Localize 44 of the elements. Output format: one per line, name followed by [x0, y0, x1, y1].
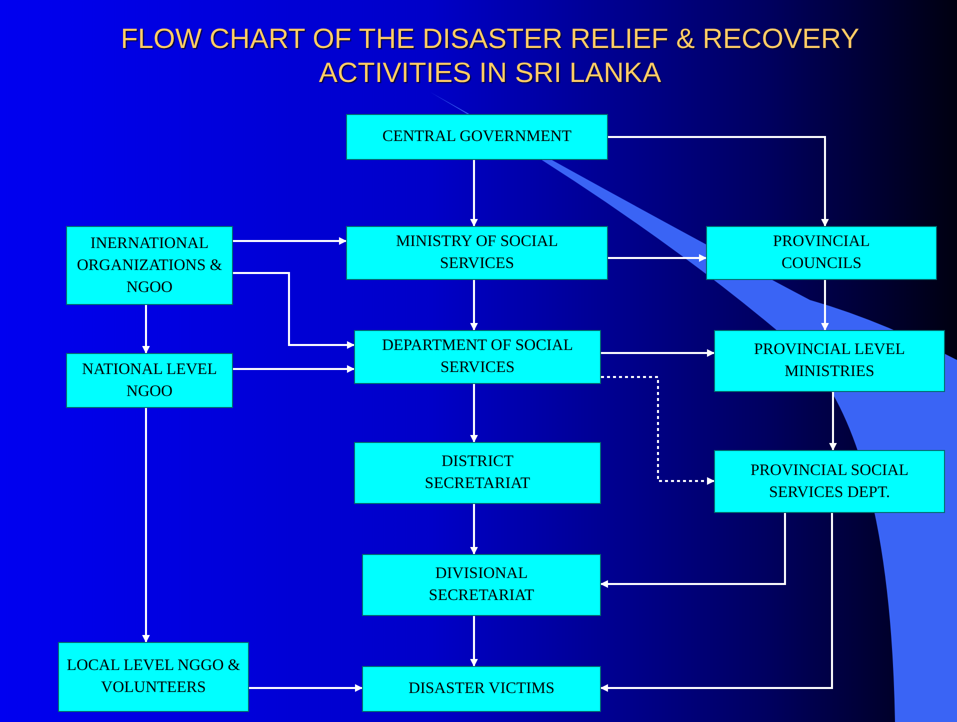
arrow [470, 504, 478, 555]
box-label: PROVINCIAL LEVEL MINISTRIES [753, 340, 906, 382]
box-label: INERNATIONAL ORGANIZATIONS & NGOO [76, 234, 224, 298]
arrow [142, 305, 150, 354]
arrow [470, 384, 478, 443]
process-box [706, 226, 937, 280]
arrow [470, 280, 478, 331]
arrow [821, 280, 829, 331]
box-label: NATIONAL LEVEL NGOO [81, 360, 218, 402]
box-label: CENTRAL GOVERNMENT [382, 127, 572, 147]
process-box [346, 114, 608, 160]
arrow [600, 513, 833, 692]
arrow [233, 365, 355, 373]
process-box [362, 554, 601, 616]
box-label: DISASTER VICTIMS [408, 679, 554, 699]
box-label: PROVINCIAL SOCIAL SERVICES DEPT. [749, 460, 910, 502]
box-label: DIVISIONAL SECRETARIAT [428, 564, 536, 606]
arrow [829, 392, 837, 451]
arrow [608, 254, 707, 262]
process-box [714, 330, 945, 392]
process-box [58, 642, 249, 712]
process-box [714, 450, 945, 513]
process-box [354, 330, 601, 384]
arrow [142, 408, 150, 643]
arrow [601, 349, 715, 357]
arrow [608, 136, 829, 227]
arrow [600, 513, 786, 588]
title: FLOW CHART OF THE DISASTER RELIEF & RECOVERY ACTIVITIES IN SRI LANKA [120, 22, 860, 90]
arrow [233, 237, 347, 245]
process-box [354, 442, 601, 504]
dotted-arrow [601, 376, 715, 485]
box-label: DEPARTMENT OF SOCIAL SERVICES [380, 336, 574, 378]
arrow [470, 616, 478, 667]
process-box [346, 226, 608, 280]
process-box [362, 666, 601, 712]
arrow [233, 272, 355, 349]
process-box [66, 226, 233, 305]
box-label: LOCAL LEVEL NGGO & VOLUNTEERS [66, 656, 242, 698]
box-label: MINISTRY OF SOCIAL SERVICES [394, 232, 560, 274]
process-box [66, 353, 233, 408]
arrow [249, 684, 363, 692]
arrow [470, 160, 478, 227]
box-label: DISTRICT SECRETARIAT [424, 452, 532, 494]
box-label: PROVINCIAL COUNCILS [772, 232, 871, 274]
